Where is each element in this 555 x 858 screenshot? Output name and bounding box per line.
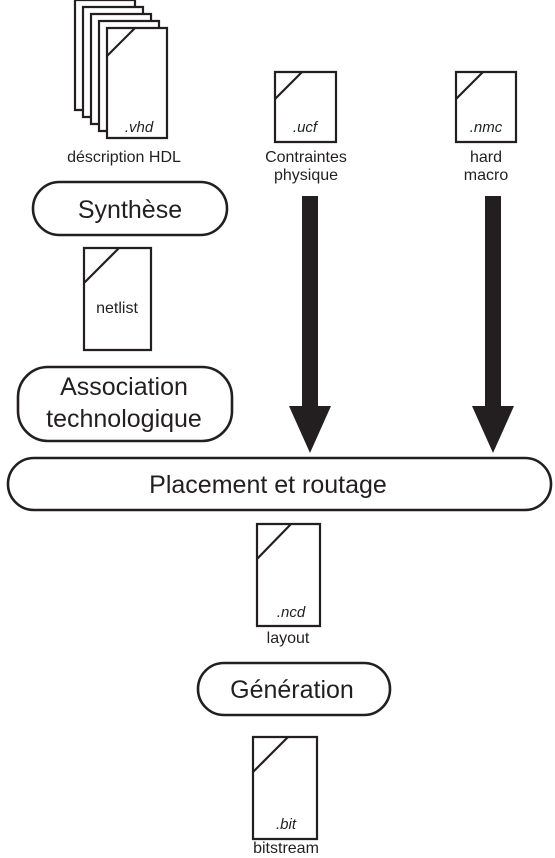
ucf-down-arrow-icon	[289, 196, 331, 453]
bit-label: bitstream	[253, 840, 319, 857]
ncd-extension: .ncd	[277, 604, 306, 621]
generation-label: Génération	[230, 676, 354, 704]
nmc-down-arrow-icon	[472, 196, 514, 453]
vhd-label: déscription HDL	[67, 149, 181, 166]
association-label-line1: Association	[60, 373, 188, 401]
nmc-extension: .nmc	[470, 119, 503, 136]
synthese-step	[31, 180, 229, 237]
generation-step	[196, 661, 392, 717]
bit-document-icon	[251, 735, 319, 841]
ncd-label: layout	[267, 630, 310, 647]
synthese-label: Synthèse	[78, 196, 182, 224]
vhd-extension: .vhd	[125, 119, 154, 136]
ucf-label-line2: physique	[274, 167, 338, 184]
placement-routage-step	[6, 456, 553, 512]
netlist-label: netlist	[96, 300, 138, 317]
vhd-file-stack-icon	[73, 0, 169, 140]
ncd-document-icon	[255, 522, 322, 628]
association-step	[16, 365, 234, 443]
ucf-extension: .ucf	[293, 119, 319, 136]
nmc-document-icon	[454, 70, 518, 144]
association-label-line2: technologique	[46, 405, 202, 433]
bit-extension: .bit	[276, 816, 297, 833]
netlist-document-icon	[82, 246, 153, 352]
nmc-label-line2: macro	[464, 167, 509, 184]
ucf-label-line1: Contraintes	[265, 149, 347, 166]
nmc-label-line1: hard	[470, 149, 502, 166]
placement-routage-label: Placement et routage	[149, 471, 387, 499]
ucf-document-icon	[273, 70, 338, 144]
